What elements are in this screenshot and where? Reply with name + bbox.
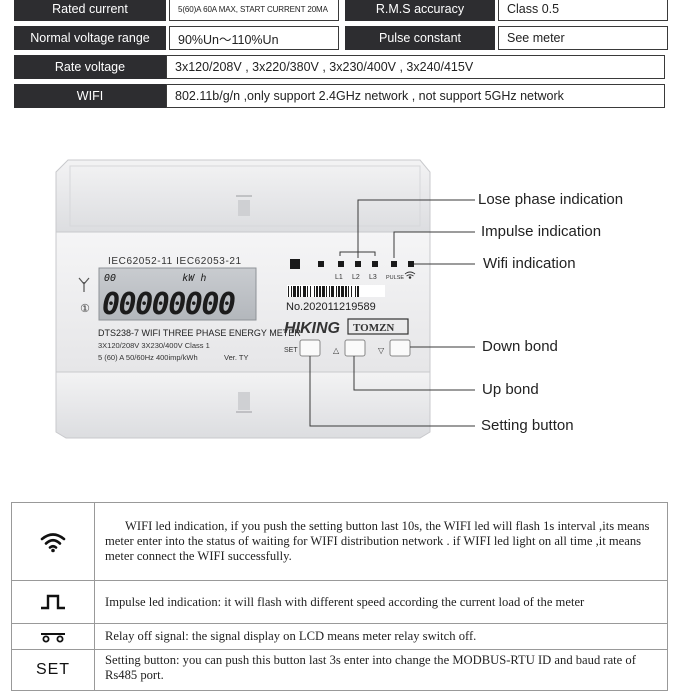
barcode-bar: [336, 286, 337, 297]
barcode-bar: [293, 286, 296, 297]
description-text: Impulse led indication: it will flash wi…: [105, 594, 585, 609]
barcode-bar: [319, 286, 321, 297]
barcode-bar: [316, 286, 318, 297]
description-text: Setting button: you can push this button…: [105, 653, 636, 682]
spec-value: 90%Un～110%Un: [169, 26, 339, 50]
meter-serial: No.202011219589: [286, 301, 376, 313]
barcode-bar: [288, 286, 289, 297]
description-row: WIFI led indication, if you push the set…: [12, 503, 667, 581]
barcode-bar: [291, 286, 292, 297]
spec-label: Rated current: [14, 0, 166, 21]
callout-up-bond: Up bond: [482, 381, 539, 398]
barcode-bar: [351, 286, 352, 297]
barcode-bar: [331, 286, 334, 297]
wifi-icon: [12, 503, 95, 580]
meter-wifi-icon: [404, 271, 416, 279]
antenna-icon: [78, 277, 90, 292]
spec-value: 5(60)A 60A MAX, START CURRENT 20MA: [169, 0, 339, 21]
spec-row-wifi: WIFI 802.11b/g/n ,only support 2.4GHz ne…: [14, 84, 665, 108]
lcd-digits: 00000000: [102, 287, 235, 322]
barcode-bar: [300, 286, 301, 297]
callout-down-bond: Down bond: [482, 338, 558, 355]
lcd-display: [98, 267, 257, 321]
description-row: SET Setting button: you can push this bu…: [12, 650, 667, 690]
impulse-icon: [12, 581, 95, 623]
barcode-bar: [341, 286, 344, 297]
led-label-l2: L2: [352, 274, 360, 281]
set-label: SET: [284, 347, 298, 354]
meter-standards: IEC62052-11 IEC62053-21: [108, 256, 242, 267]
barcode-bar: [355, 286, 356, 297]
spec-row-voltage-range: Normal voltage range 90%Un～110%Un Pulse …: [14, 26, 668, 50]
barcode-bar: [348, 286, 349, 297]
meter-spec2: 5 (60) A 50/60Hz 400imp/kWh: [98, 353, 198, 362]
callout-setting-button: Setting button: [481, 417, 574, 434]
spec-row-rate-voltage: Rate voltage 3x120/208V , 3x220/380V , 3…: [14, 55, 665, 79]
spec-value: 802.11b/g/n ,only support 2.4GHz network…: [166, 84, 665, 108]
description-text: Relay off signal: the signal display on …: [105, 629, 477, 643]
description-text: WIFI led indication, if you push the set…: [105, 519, 650, 563]
description-table: WIFI led indication, if you push the set…: [11, 502, 668, 691]
led-pulse: [391, 261, 397, 267]
led-wifi: [408, 261, 414, 267]
led-l4: [372, 261, 378, 267]
callout-lines: [309, 199, 475, 427]
callout-impulse: Impulse indication: [481, 223, 602, 240]
spec-label: WIFI: [14, 84, 166, 108]
set-icon: SET: [12, 650, 95, 690]
relay-led: [290, 259, 300, 269]
led-l2: [338, 261, 344, 267]
callout-wifi: Wifi indication: [483, 255, 576, 272]
brand-hiking: HIKING: [284, 320, 340, 337]
up-label: △: [333, 346, 340, 355]
led-label-l1: L1: [335, 274, 343, 281]
meter-spec1: 3X120/208V 3X230/400V Class 1: [98, 341, 210, 350]
callout-lose-phase: Lose phase indication: [478, 191, 624, 208]
led-label-l3: L3: [369, 274, 377, 281]
up-button[interactable]: [344, 339, 366, 357]
spec-label: Pulse constant: [345, 26, 495, 50]
led-l1: [318, 261, 324, 267]
down-label: ▽: [378, 346, 385, 355]
barcode-bar: [310, 286, 311, 297]
spec-label: Normal voltage range: [14, 26, 166, 50]
spec-value: See meter: [498, 26, 668, 50]
relay-icon: [12, 624, 95, 649]
lcd-top-row: 00 kW h: [104, 273, 206, 284]
barcode-bars: [288, 286, 359, 297]
led-l3: [355, 261, 361, 267]
circle-one-mark: ①: [80, 302, 90, 315]
led-label-pulse: PULSE: [386, 275, 404, 281]
barcode-bar: [326, 286, 327, 297]
setting-button[interactable]: [299, 339, 321, 357]
spec-label: Rate voltage: [14, 55, 166, 79]
spec-value: Class 0.5: [498, 0, 668, 21]
barcode-bar: [303, 286, 306, 297]
description-row: Relay off signal: the signal display on …: [12, 624, 667, 650]
barcode-bar: [307, 286, 308, 297]
brand-tomzn: TOMZN: [353, 322, 394, 334]
spec-label: R.M.S accuracy: [345, 0, 495, 21]
meter-model: DTS238-7 WIFI THREE PHASE ENERGY METER: [98, 328, 301, 338]
set-icon-text: SET: [35, 661, 71, 678]
barcode-bar: [314, 286, 315, 297]
barcode-bar: [297, 286, 299, 297]
meter-version: Ver. TY: [224, 353, 248, 362]
barcode-bar: [357, 286, 359, 297]
spec-value: 3x120/208V , 3x220/380V , 3x230/400V , 3…: [166, 55, 665, 79]
barcode-bar: [329, 286, 330, 297]
barcode-bar: [345, 286, 347, 297]
energy-meter-image: IEC62052-11 IEC62053-21 ① 00 kW h 000000…: [55, 159, 475, 439]
description-row: Impulse led indication: it will flash wi…: [12, 581, 667, 624]
barcode-bar: [338, 286, 340, 297]
barcode-bar: [322, 286, 325, 297]
down-button[interactable]: [389, 339, 411, 357]
spec-row-rated-current: Rated current 5(60)A 60A MAX, START CURR…: [14, 0, 668, 21]
